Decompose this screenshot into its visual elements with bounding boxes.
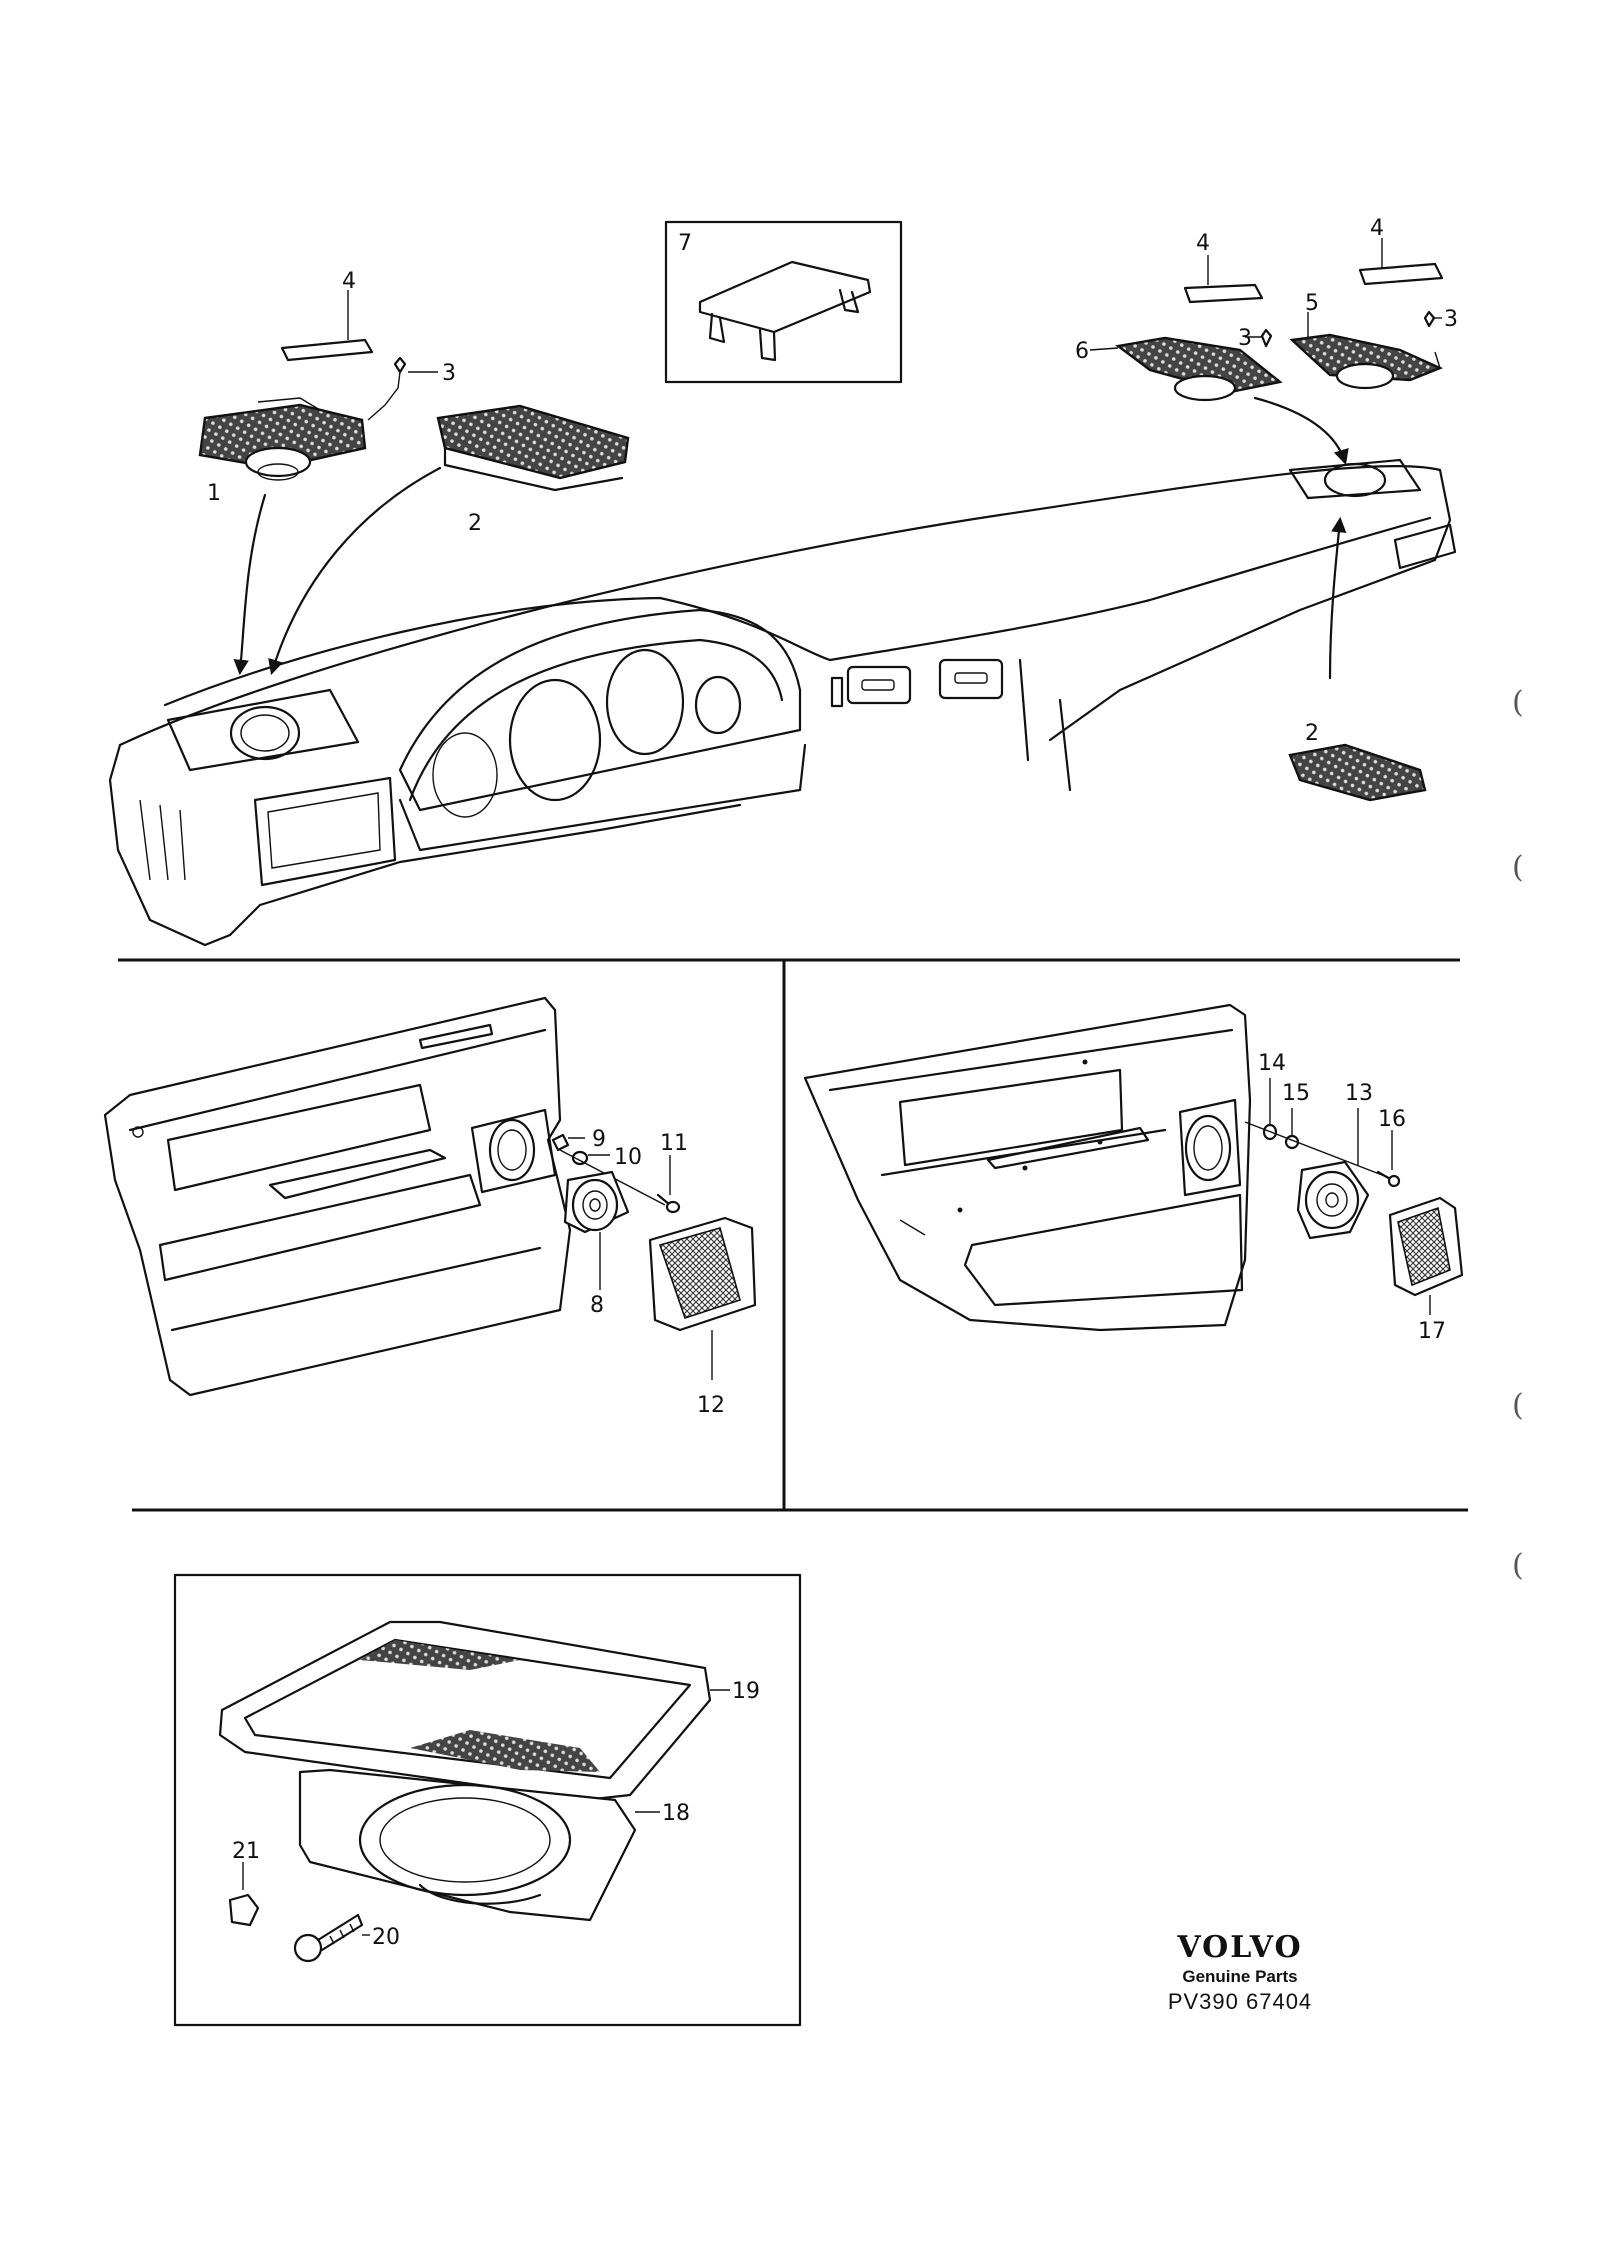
- callout-21: 21: [232, 1839, 260, 1864]
- callout-11: 11: [660, 1131, 688, 1156]
- callout-2-right: 2: [1305, 721, 1319, 746]
- callout-4-right: 4: [1370, 216, 1384, 241]
- margin-mark: (: [1512, 1548, 1524, 1583]
- dash-speaker-left: [198, 397, 367, 481]
- clip-3-right: [1423, 310, 1442, 328]
- callout-8: 8: [590, 1293, 604, 1318]
- margin-mark: (: [1512, 685, 1524, 720]
- callout-6: 6: [1075, 339, 1089, 364]
- callout-2: 2: [468, 511, 482, 536]
- speaker-6-mid: [1089, 336, 1283, 402]
- screw-11: [656, 1155, 681, 1214]
- inset-box-rear-shelf: [173, 1573, 802, 2027]
- speaker-cover-4-mid: [1183, 283, 1264, 304]
- arrow-right-speaker-2: [1328, 516, 1347, 680]
- callout-17: 17: [1418, 1319, 1446, 1344]
- callout-15: 15: [1282, 1081, 1310, 1106]
- volvo-logo: VOLVO: [1177, 1930, 1303, 1965]
- speaker-cover-4-left: [280, 338, 374, 362]
- callout-13: 13: [1345, 1081, 1373, 1106]
- callout-7: 7: [678, 231, 692, 256]
- clip-9: [551, 1133, 585, 1152]
- clip-3-mid: [1245, 328, 1273, 348]
- diagram-code: PV390 67404: [1167, 1989, 1313, 2014]
- grille-2-right: [1288, 743, 1427, 802]
- callout-10: 10: [614, 1145, 642, 1170]
- arrow-left-speaker-2: [268, 466, 442, 675]
- callout-3: 3: [442, 361, 456, 386]
- callout-4: 4: [342, 269, 356, 294]
- callout-20: 20: [372, 1925, 400, 1950]
- speaker-8-front: [563, 1170, 630, 1234]
- callout-14: 14: [1258, 1051, 1286, 1076]
- callout-9: 9: [592, 1127, 606, 1152]
- rear-door-panel: [803, 1003, 1252, 1332]
- dashboard: [108, 458, 1457, 947]
- washer-10: [571, 1150, 610, 1166]
- brand-subtitle: Genuine Parts: [1182, 1967, 1298, 1986]
- grille-17-rear: [1388, 1196, 1464, 1315]
- callout-18: 18: [662, 1801, 690, 1826]
- callout-16: 16: [1378, 1107, 1406, 1132]
- screw-16: [1376, 1130, 1401, 1188]
- brand-block: VOLVO Genuine Parts PV390 67404: [1140, 1930, 1340, 2015]
- callout-4-mid: 4: [1196, 231, 1210, 256]
- grille-12-front: [648, 1216, 757, 1380]
- inset-box-7: [664, 220, 903, 384]
- margin-mark: (: [1512, 850, 1524, 885]
- clip-14: [1262, 1078, 1278, 1141]
- clip-3-left: [367, 356, 438, 421]
- callout-19: 19: [732, 1679, 760, 1704]
- speaker-13-rear: [1296, 1108, 1370, 1240]
- callout-5: 5: [1305, 291, 1319, 316]
- arrow-left-speaker-1: [233, 493, 267, 676]
- arrow-right-speaker-1: [1253, 396, 1349, 465]
- grille-2-left: [436, 404, 630, 492]
- speaker-cover-4-right: [1358, 262, 1444, 286]
- margin-mark: (: [1512, 1388, 1524, 1423]
- callout-3-mid: 3: [1238, 326, 1252, 351]
- speaker-5-right: [1289, 312, 1444, 390]
- front-door-panel: [103, 996, 572, 1397]
- callout-3-right: 3: [1444, 307, 1458, 332]
- callout-1: 1: [207, 481, 221, 506]
- callout-12: 12: [697, 1393, 725, 1418]
